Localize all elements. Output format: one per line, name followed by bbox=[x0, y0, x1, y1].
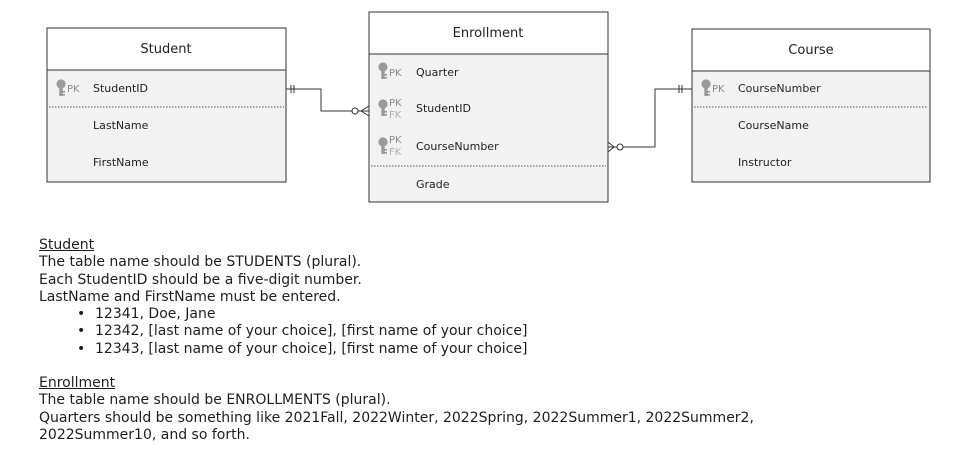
field-coursename: CourseName bbox=[738, 119, 809, 132]
er-diagram: Student PK StudentID LastName FirstName … bbox=[46, 11, 931, 203]
field-grade: Grade bbox=[416, 178, 450, 191]
entity-student[interactable]: Student PK StudentID LastName FirstName bbox=[46, 27, 287, 183]
text-line: 2022Summer10, and so forth. bbox=[39, 426, 250, 443]
field-firstname: FirstName bbox=[93, 156, 149, 169]
pk-label: PK bbox=[389, 98, 402, 109]
text-line: LastName and FirstName must be entered. bbox=[39, 288, 341, 305]
text-line: Quarters should be something like 2021Fa… bbox=[39, 409, 754, 426]
text-line: Each StudentID should be a five-digit nu… bbox=[39, 271, 362, 288]
entity-enrollment[interactable]: Enrollment PK Quarter PK FK StudentID PK… bbox=[368, 11, 609, 203]
field-studentid: StudentID bbox=[93, 82, 148, 95]
pk-label: PK bbox=[712, 84, 725, 95]
field-quarter: Quarter bbox=[416, 66, 459, 79]
section-heading-student: Student bbox=[39, 237, 95, 253]
pk-label: PK bbox=[389, 135, 402, 146]
field-studentid: StudentID bbox=[416, 102, 471, 115]
field-coursenumber: CourseNumber bbox=[416, 140, 499, 153]
field-coursenumber: CourseNumber bbox=[738, 82, 821, 95]
requirements-text: Student The table name should be STUDENT… bbox=[39, 237, 939, 444]
relationship-course-enrollment bbox=[607, 85, 692, 153]
student-list: 12341, Doe, Jane 12342, [last name of yo… bbox=[39, 306, 939, 358]
text-line: The table name should be ENROLLMENTS (pl… bbox=[39, 392, 391, 409]
list-item: 12342, [last name of your choice], [firs… bbox=[77, 323, 939, 341]
pk-label: PK bbox=[389, 68, 402, 79]
pk-label: PK bbox=[67, 84, 80, 95]
fk-label: FK bbox=[389, 147, 402, 158]
fk-label: FK bbox=[389, 110, 402, 121]
field-lastname: LastName bbox=[93, 119, 149, 132]
section-heading-enrollment: Enrollment bbox=[39, 375, 116, 392]
entity-course[interactable]: Course PK CourseNumber CourseName Instru… bbox=[691, 28, 931, 183]
list-item: 12341, Doe, Jane bbox=[77, 306, 939, 324]
entity-title: Course bbox=[788, 43, 833, 58]
entity-title: Enrollment bbox=[453, 26, 524, 41]
relationship-student-enrollment bbox=[286, 85, 370, 117]
text-line: The table name should be STUDENTS (plura… bbox=[39, 254, 362, 271]
entity-title: Student bbox=[140, 42, 191, 57]
list-item: 12343, [last name of your choice], [firs… bbox=[77, 341, 939, 359]
field-instructor: Instructor bbox=[738, 156, 792, 169]
